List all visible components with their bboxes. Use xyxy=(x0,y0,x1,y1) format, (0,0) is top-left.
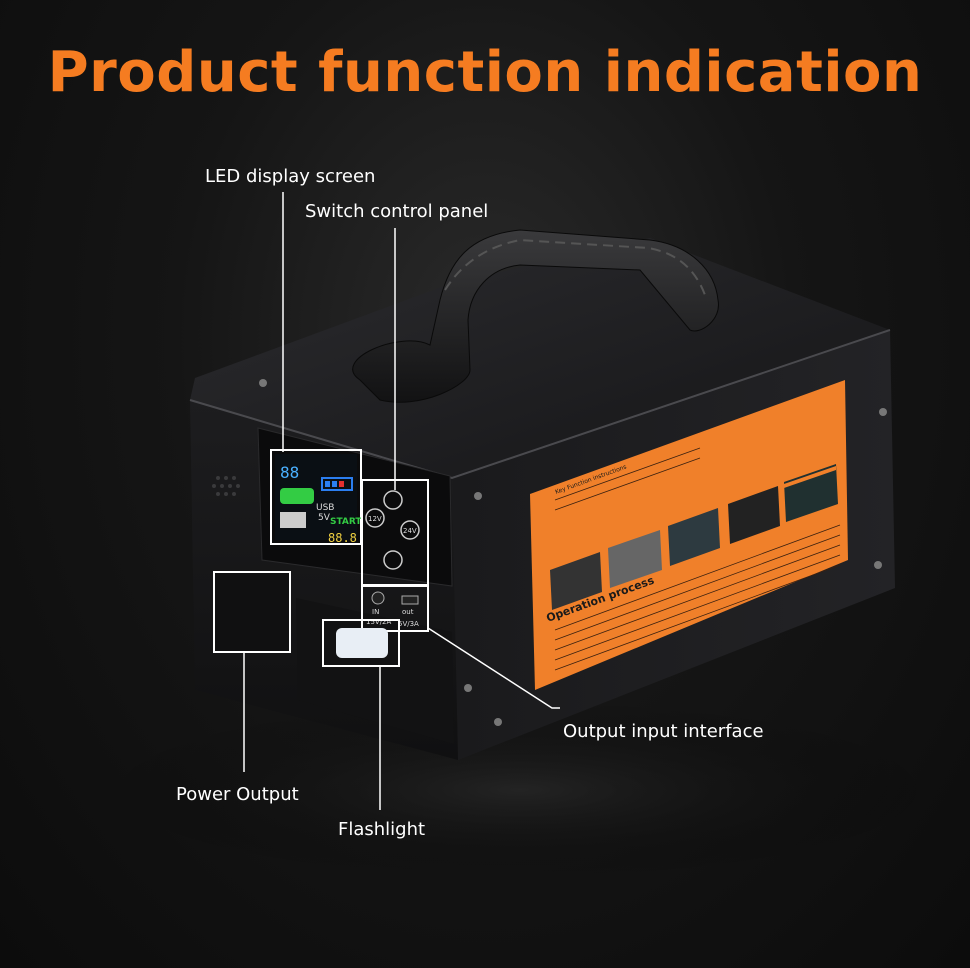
display-usb-voltage: 5V xyxy=(318,513,331,523)
flashlight-lens xyxy=(336,628,388,658)
handle-grip xyxy=(444,238,706,296)
sticker-photo-5 xyxy=(784,464,838,522)
sticker-photo-2 xyxy=(608,530,662,588)
power-output-frame xyxy=(213,571,291,653)
display-start: START xyxy=(330,517,362,527)
page-title: Product function indication xyxy=(47,40,923,105)
flash-button xyxy=(383,550,403,570)
callout-lines xyxy=(243,192,560,810)
sticker-photo-4 xyxy=(728,486,780,544)
sticker-photo-6 xyxy=(784,466,836,488)
callout-flashlight: Flashlight xyxy=(338,819,426,840)
callout-line-output-input xyxy=(427,627,560,709)
port-in-rating: 15V/2A xyxy=(366,618,392,626)
port-out-label: out xyxy=(402,608,414,616)
display-reading: 88.8 xyxy=(328,531,357,545)
battery-icon xyxy=(321,477,353,491)
flashlight-frame xyxy=(322,619,400,667)
truck-icon xyxy=(280,512,306,528)
button-12v-label: 12V xyxy=(368,515,382,523)
power-button xyxy=(383,490,403,510)
port-out-rating: 5V/3A xyxy=(398,620,419,628)
speaker-grille xyxy=(212,476,240,496)
car-icon xyxy=(280,488,314,504)
display-usb: USB xyxy=(316,503,334,513)
dc-in-port xyxy=(371,591,385,605)
callout-led-display: LED display screen xyxy=(205,166,376,187)
callout-output-input: Output input interface xyxy=(563,721,764,742)
button-12v xyxy=(365,508,385,528)
callout-switch-panel: Switch control panel xyxy=(305,201,489,222)
button-24v xyxy=(400,520,420,540)
handle xyxy=(352,229,719,403)
button-24v-label: 24V xyxy=(403,527,417,535)
sticker-photo-1 xyxy=(550,552,602,610)
port-panel-frame xyxy=(361,584,429,632)
port-in-label: IN xyxy=(372,608,379,616)
display-temp: 88 xyxy=(280,463,299,482)
device-edge-highlight xyxy=(189,329,891,480)
usb-out-port xyxy=(401,595,419,605)
callout-power-output: Power Output xyxy=(176,784,299,805)
sticker-photo-3 xyxy=(668,508,720,566)
floor-reflection xyxy=(100,700,940,880)
